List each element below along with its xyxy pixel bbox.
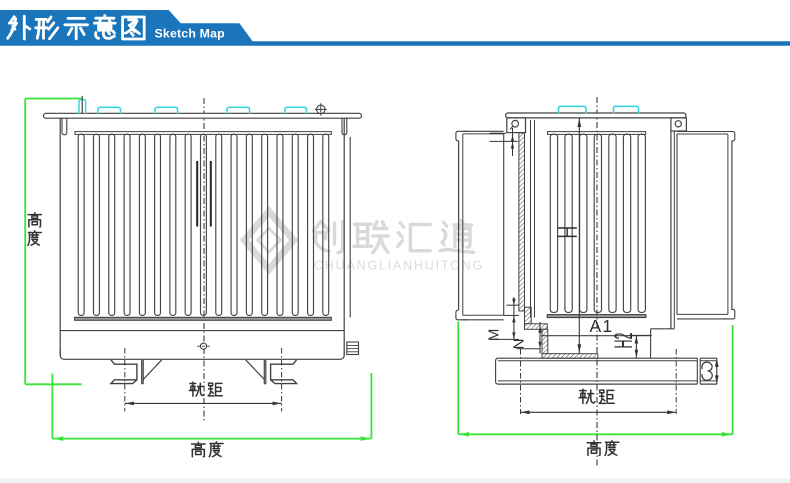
svg-text:M: M <box>486 329 503 342</box>
svg-text:H2: H2 <box>610 333 638 349</box>
svg-text:N: N <box>511 339 528 350</box>
svg-text:CHUANGLIANHUITONG: CHUANGLIANHUITONG <box>314 259 484 273</box>
svg-text:A1: A1 <box>590 316 614 336</box>
svg-text:Sketch Map: Sketch Map <box>155 27 225 41</box>
